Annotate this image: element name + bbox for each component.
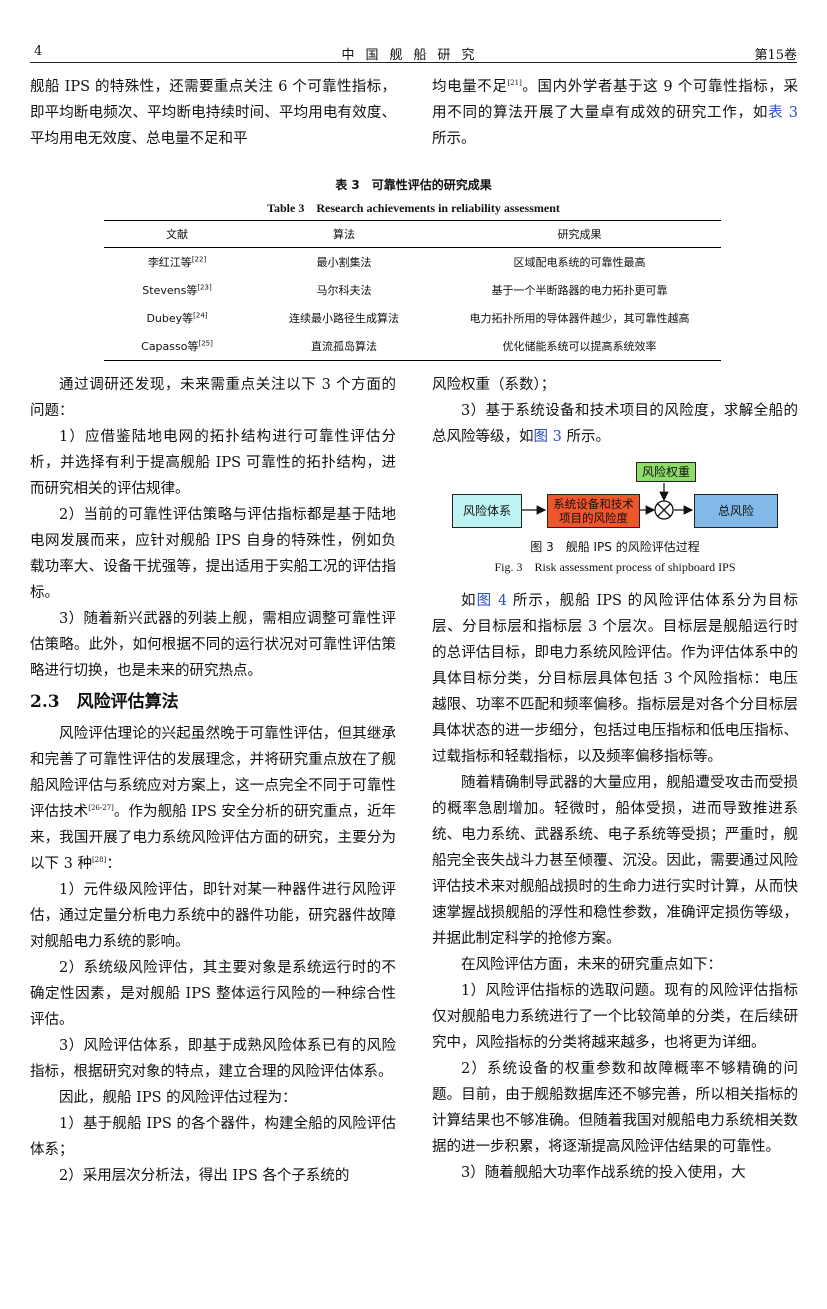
citation: [25] [198, 339, 213, 348]
citation: [26-27] [88, 804, 114, 813]
figure-link[interactable]: 图 4 [476, 593, 508, 609]
right-column-top: 均电量不足[21]。国内外学者基于这 9 个可靠性指标，采用不同的算法开展了大量… [432, 74, 798, 152]
table-link[interactable]: 表 3 [768, 105, 798, 121]
page-number: 4 [34, 44, 43, 59]
equipment-risk-box: 系统设备和技术项目的风险度 [547, 494, 640, 528]
paragraph: 2）当前的可靠性评估策略与评估指标都是基于陆地电网发展而来，应针对舰船 IPS … [30, 507, 396, 601]
risk-assessment-diagram: 风险权重 风险体系 系统设备和技术项目的风险度 总风险 [430, 458, 800, 578]
table-caption-cn: 表 3 可靠性评估的研究成果 [335, 178, 492, 192]
table-caption-en: Table 3 Research achievements in reliabi… [267, 201, 560, 215]
citation: [23] [197, 283, 212, 292]
results-table: 文献 算法 研究成果 李红江等[22] 最小割集法 区域配电系统的可靠性最高 S… [104, 220, 721, 361]
paragraph: 1）元件级风险评估，即针对某一种器件进行风险评估，通过定量分析电力系统中的器件功… [30, 882, 396, 950]
paragraph: 因此，舰船 IPS 的风险评估过程为： [59, 1090, 297, 1106]
total-risk-box: 总风险 [694, 494, 778, 528]
volume-label: 第15卷 [754, 48, 797, 63]
paragraph: 1）风险评估指标的选取问题。现有的风险评估指标仅对舰船电力系统进行了一个比较简单… [432, 983, 798, 1051]
column-header: 算法 [250, 220, 438, 248]
paragraph: 1）基于舰船 IPS 的各个器件，构建全船的风险评估体系； [30, 1116, 396, 1158]
paragraph: 3）风险评估体系，即基于成熟风险体系已有的风险指标，根据研究对象的特点，建立合理… [30, 1038, 396, 1080]
paragraph: 如图 4 所示，舰船 IPS 的风险评估体系分为目标层、分目标层和指标层 3 个… [432, 593, 799, 765]
paragraph: 3）基于系统设备和技术项目的风险度，求解全船的总风险等级，如图 3 所示。 [432, 403, 798, 445]
journal-title: 中国舰船研究 [341, 48, 486, 63]
figure-caption-cn: 图 3 舰船 IPS 的风险评估过程 [530, 540, 700, 554]
figure-caption-en: Fig. 3 Risk assessment process of shipbo… [494, 560, 736, 574]
diagram-arrows [520, 483, 694, 520]
column-header: 研究成果 [438, 220, 721, 248]
table-header-row: 文献 算法 研究成果 [104, 220, 721, 248]
paragraph: 3）随着舰船大功率作战系统的投入使用，大 [461, 1165, 746, 1181]
section-heading: 2.3 风险评估算法 [30, 692, 179, 712]
table-row: Capasso等[25] 直流孤岛算法 优化储能系统可以提高系统效率 [141, 339, 657, 353]
table-row: Stevens等[23] 马尔科夫法 基于一个半断路器的电力拓扑更可靠 [142, 283, 668, 297]
paragraph: 舰船 IPS 的特殊性，还需要重点关注 6 个可靠性指标，即平均断电频次、平均断… [30, 79, 396, 147]
column-header: 文献 [104, 220, 250, 248]
citation: [28] [91, 856, 107, 865]
citation: [22] [191, 255, 207, 264]
paragraph: 在风险评估方面，未来的研究重点如下： [461, 957, 722, 973]
table-row: Dubey等[24] 连续最小路径生成算法 电力拓扑所用的导体器件越少，其可靠性… [146, 311, 690, 325]
page-header: 4 中国舰船研究 第15卷 [30, 44, 797, 63]
paragraph: 2）采用层次分析法，得出 IPS 各个子系统的 [59, 1168, 350, 1184]
paragraph: 均电量不足[21]。国内外学者基于这 9 个可靠性指标，采用不同的算法开展了大量… [432, 79, 798, 147]
paragraph: 2）系统设备的权重参数和故障概率不够精确的问题。目前，由于舰船数据库还不够完善，… [432, 1061, 798, 1155]
figure-link[interactable]: 图 3 [533, 429, 562, 445]
right-column-upper: 风险权重（系数）； 3）基于系统设备和技术项目的风险度，求解全船的总风险等级，如… [432, 372, 798, 450]
left-column-main: 通过调研还发现，未来需重点关注以下 3 个方面的问题： 1）应借鉴陆地电网的拓扑… [30, 372, 396, 1189]
paragraph: 2）系统级风险评估，其主要对象是系统运行时的不确定性因素，是对舰船 IPS 整体… [30, 960, 396, 1028]
risk-weight-box: 风险权重 [636, 462, 696, 482]
paragraph: 风险权重（系数）； [432, 377, 556, 393]
citation: [21] [507, 79, 522, 88]
left-column-top: 舰船 IPS 的特殊性，还需要重点关注 6 个可靠性指标，即平均断电频次、平均断… [30, 74, 396, 152]
paragraph: 随着精确制导武器的大量应用，舰船遭受攻击而受损的概率急剧增加。轻微时，船体受损，… [432, 775, 798, 947]
citation: [24] [193, 311, 208, 320]
table-row: 李红江等[22] 最小割集法 区域配电系统的可靠性最高 [147, 255, 646, 269]
right-column-lower: 如图 4 所示，舰船 IPS 的风险评估体系分为目标层、分目标层和指标层 3 个… [432, 588, 798, 1186]
paragraph: 1）应借鉴陆地电网的拓扑结构进行可靠性评估分析，并选择有利于提高舰船 IPS 可… [30, 429, 396, 497]
paragraph: 3）随着新兴武器的列装上舰，需相应调整可靠性评估策略。此外，如何根据不同的运行状… [30, 611, 396, 679]
risk-system-box: 风险体系 [452, 494, 522, 528]
paragraph: 风险评估理论的兴起虽然晚于可靠性评估，但其继承和完善了可靠性评估的发展理念，并将… [30, 726, 397, 872]
paragraph: 通过调研还发现，未来需重点关注以下 3 个方面的问题： [30, 377, 396, 419]
